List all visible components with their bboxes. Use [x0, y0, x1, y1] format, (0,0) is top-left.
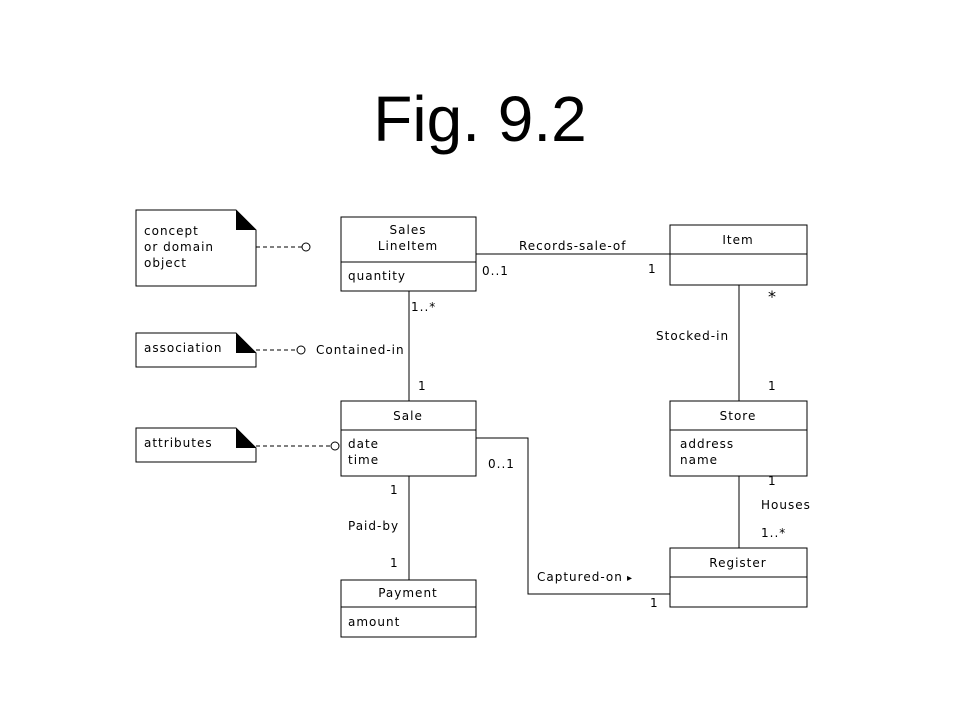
mult-paid-by-payment: 1 [390, 556, 399, 570]
note-concept-line-3: object [144, 256, 187, 270]
class-register-name: Register [709, 556, 766, 570]
association-records-sale-of: Records-sale-of 0..1 1 [482, 239, 657, 278]
page-title: Fig. 9.2 [373, 83, 587, 155]
note-association-anchor [296, 345, 306, 355]
attr-amount: amount [348, 615, 400, 629]
class-sales-line-item-name-1: Sales [390, 223, 427, 237]
note-attributes: attributes [135, 427, 257, 463]
association-contained-in: Contained-in 1..* 1 [316, 300, 436, 393]
note-attributes-text: attributes [144, 436, 213, 450]
class-store: Store address name [669, 400, 808, 477]
mult-houses-store: 1 [768, 474, 777, 488]
label-stocked-in: Stocked-in [656, 329, 729, 343]
class-payment-name: Payment [378, 586, 438, 600]
label-paid-by: Paid-by [348, 519, 399, 533]
attr-time: time [348, 453, 379, 467]
mult-captured-on-register: 1 [650, 596, 659, 610]
mult-contained-in-line-item: 1..* [411, 300, 436, 314]
note-concept-line-2: or domain [144, 240, 214, 254]
note-concept-line-1: concept [144, 224, 199, 238]
association-houses: Houses 1 1..* [761, 474, 811, 540]
class-item: Item [669, 224, 808, 286]
note-association-text: association [144, 341, 222, 355]
note-association: association [135, 332, 257, 368]
mult-contained-in-sale: 1 [418, 379, 427, 393]
note-concept-anchor [301, 242, 311, 252]
mult-records-sale-of-item: 1 [648, 262, 657, 276]
attr-name: name [680, 453, 718, 467]
mult-records-sale-of-line-item: 0..1 [482, 264, 509, 278]
attr-date: date [348, 437, 379, 451]
line-captured-on [476, 437, 670, 595]
class-item-name: Item [722, 233, 753, 247]
mult-stocked-in-item: * [768, 287, 777, 306]
class-sales-line-item-name-2: LineItem [378, 239, 438, 253]
mult-stocked-in-store: 1 [768, 379, 777, 393]
label-records-sale-of: Records-sale-of [519, 239, 626, 253]
mult-captured-on-sale: 0..1 [488, 457, 515, 471]
mult-houses-register: 1..* [761, 526, 786, 540]
label-contained-in: Contained-in [316, 343, 405, 357]
label-houses: Houses [761, 498, 811, 512]
direction-arrow-icon: ▸ [627, 573, 633, 584]
class-sales-line-item: Sales LineItem quantity [340, 216, 477, 292]
attr-address: address [680, 437, 734, 451]
label-captured-on: Captured-on [537, 570, 623, 584]
class-sale-name: Sale [393, 409, 423, 423]
class-store-name: Store [720, 409, 757, 423]
class-sale: Sale date time [340, 400, 477, 477]
note-attributes-anchor [330, 441, 340, 451]
class-register: Register [669, 547, 808, 608]
association-paid-by: Paid-by 1 1 [348, 483, 399, 570]
association-stocked-in: Stocked-in * 1 [656, 287, 777, 393]
class-payment: Payment amount [340, 579, 477, 638]
association-captured-on: Captured-on ▸ 0..1 1 [488, 457, 659, 610]
note-concept: concept or domain object [135, 209, 257, 287]
association-lines [408, 253, 740, 595]
mult-paid-by-sale: 1 [390, 483, 399, 497]
attr-quantity: quantity [348, 269, 406, 283]
note-connectors [256, 242, 340, 451]
